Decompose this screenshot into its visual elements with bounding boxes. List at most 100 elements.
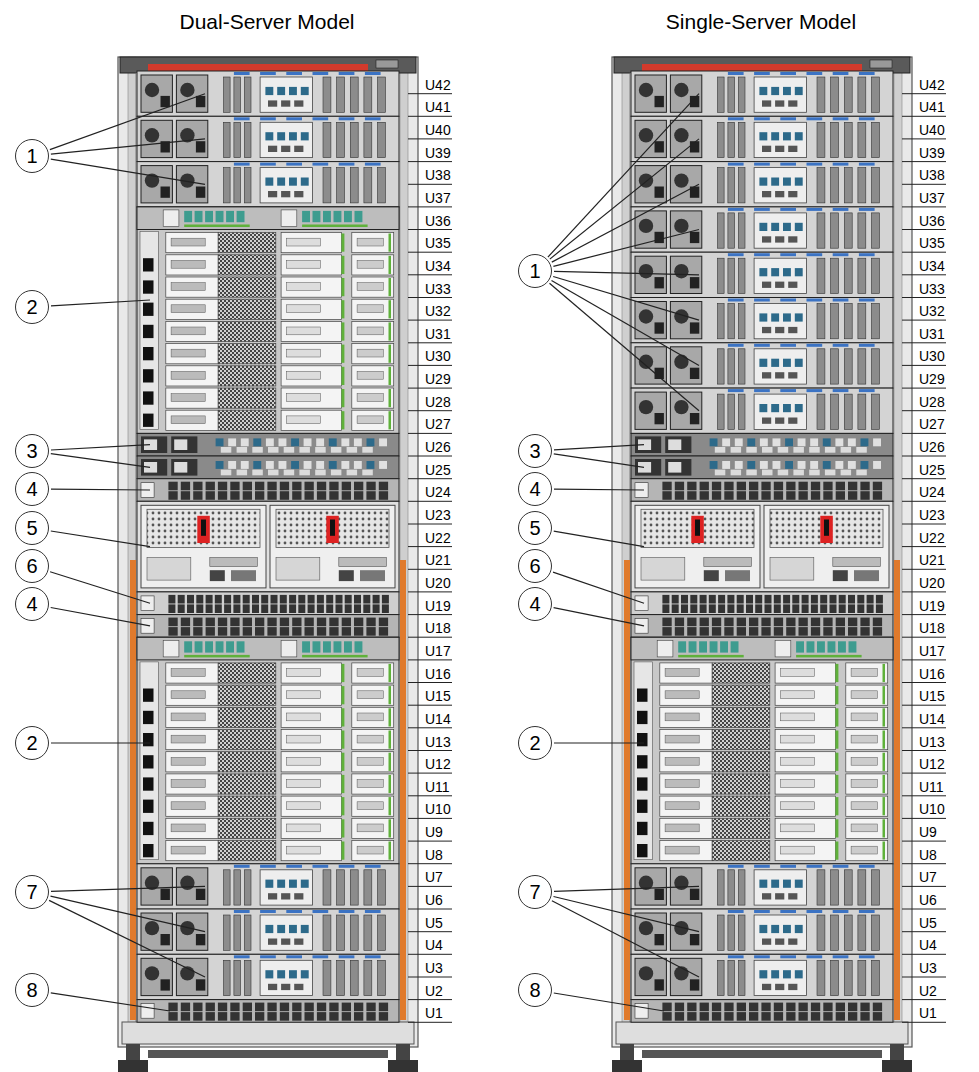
rack-unit-label: U3 <box>425 960 443 976</box>
callout-circle: 7 <box>15 875 49 909</box>
rack-unit-label: U8 <box>919 847 937 863</box>
rack-unit-label: U11 <box>919 779 944 795</box>
rack-unit-label: U8 <box>425 847 443 863</box>
rack-unit-label: U18 <box>919 620 945 636</box>
rack-unit-label: U24 <box>919 484 945 500</box>
rack-unit-label: U19 <box>425 598 451 614</box>
rack-unit-label: U4 <box>919 937 937 953</box>
rack-unit-label: U38 <box>919 167 945 183</box>
rack-unit-label: U35 <box>425 235 451 251</box>
rack-unit-label: U31 <box>919 326 945 342</box>
rack-unit-label: U2 <box>919 983 937 999</box>
rack-unit-label: U10 <box>425 801 451 817</box>
model-heading: Single-Server Model <box>666 10 856 34</box>
callout-number: 4 <box>529 479 540 499</box>
rack-unit-label: U40 <box>919 122 945 138</box>
callout-circle: 2 <box>518 726 552 760</box>
rack-unit-label: U1 <box>425 1005 443 1021</box>
rack-unit-label: U20 <box>425 575 451 591</box>
rack-unit-label: U11 <box>425 779 450 795</box>
callout-circle: 5 <box>15 511 49 545</box>
rack-unit-label: U22 <box>425 530 451 546</box>
rack-unit-label: U15 <box>919 688 945 704</box>
rack-unit-label: U34 <box>919 258 945 274</box>
rack-unit-label: U16 <box>425 666 451 682</box>
rack-unit-label: U26 <box>425 439 451 455</box>
rack-unit-label: U38 <box>425 167 451 183</box>
rack-unit-label: U16 <box>919 666 945 682</box>
rack-unit-label: U19 <box>919 598 945 614</box>
callout-number: 5 <box>26 518 37 538</box>
rack-unit-label: U40 <box>425 122 451 138</box>
rack-unit-label: U25 <box>919 462 945 478</box>
callout-circle: 7 <box>518 875 552 909</box>
callout-circle: 4 <box>15 587 49 621</box>
callout-number: 7 <box>26 882 37 902</box>
callout-number: 6 <box>529 556 540 576</box>
rack-unit-label: U14 <box>919 711 945 727</box>
rack-unit-label: U1 <box>919 1005 937 1021</box>
rack-unit-label: U5 <box>425 915 443 931</box>
rack-unit-label: U13 <box>425 734 451 750</box>
rack-unit-label: U29 <box>425 371 451 387</box>
rack-unit-label: U25 <box>425 462 451 478</box>
rack-unit-label: U29 <box>919 371 945 387</box>
rack-unit-label: U6 <box>919 892 937 908</box>
callout-circle: 8 <box>518 973 552 1007</box>
rack-unit-label: U39 <box>425 145 451 161</box>
rack-unit-label: U27 <box>425 416 451 432</box>
rack-unit-label: U5 <box>919 915 937 931</box>
rack-unit-label: U42 <box>919 77 945 93</box>
rack-unit-label: U17 <box>919 643 945 659</box>
rack-unit-label: U37 <box>919 190 945 206</box>
callout-number: 2 <box>26 297 37 317</box>
callout-number: 5 <box>529 518 540 538</box>
rack-unit-label: U39 <box>919 145 945 161</box>
rack-unit-label: U20 <box>919 575 945 591</box>
rack-unit-label: U24 <box>425 484 451 500</box>
callout-circle: 6 <box>15 549 49 583</box>
rack-unit-label: U7 <box>425 869 443 885</box>
model-heading: Dual-Server Model <box>179 10 354 34</box>
rack-unit-label: U41 <box>919 99 945 115</box>
rack-unit-label: U30 <box>425 348 451 364</box>
rack-unit-label: U33 <box>425 281 451 297</box>
rack-unit-label: U28 <box>425 394 451 410</box>
callout-number: 2 <box>529 733 540 753</box>
rack-unit-label: U18 <box>425 620 451 636</box>
rack-unit-label: U10 <box>919 801 945 817</box>
callout-circle: 3 <box>518 434 552 468</box>
rack-unit-label: U3 <box>919 960 937 976</box>
rack-unit-label: U9 <box>425 824 443 840</box>
callout-number: 8 <box>26 980 37 1000</box>
rack-unit-label: U15 <box>425 688 451 704</box>
callout-number: 3 <box>26 441 37 461</box>
callout-circle: 5 <box>518 511 552 545</box>
rack-unit-label: U6 <box>425 892 443 908</box>
rack-unit-label: U36 <box>425 213 451 229</box>
callout-circle: 4 <box>518 472 552 506</box>
rack-unit-label: U2 <box>425 983 443 999</box>
rack-unit-label: U41 <box>425 99 451 115</box>
callout-number: 1 <box>26 146 37 166</box>
rack-unit-label: U32 <box>919 303 945 319</box>
callout-circle: 1 <box>518 254 552 288</box>
rack-unit-label: U12 <box>425 756 451 772</box>
rack-unit-label: U35 <box>919 235 945 251</box>
rack-unit-label: U17 <box>425 643 451 659</box>
rack-unit-label: U13 <box>919 734 945 750</box>
rack-unit-label: U21 <box>425 552 451 568</box>
callout-number: 2 <box>26 733 37 753</box>
rack-unit-label: U32 <box>425 303 451 319</box>
callout-number: 4 <box>529 594 540 614</box>
rack-unit-label: U28 <box>919 394 945 410</box>
callout-number: 3 <box>529 441 540 461</box>
rack-unit-label: U34 <box>425 258 451 274</box>
rack-unit-label: U42 <box>425 77 451 93</box>
rack-unit-label: U36 <box>919 213 945 229</box>
rack-unit-label: U22 <box>919 530 945 546</box>
callout-circle: 4 <box>518 587 552 621</box>
callout-number: 7 <box>529 882 540 902</box>
rack-unit-label: U27 <box>919 416 945 432</box>
rack-unit-label: U14 <box>425 711 451 727</box>
